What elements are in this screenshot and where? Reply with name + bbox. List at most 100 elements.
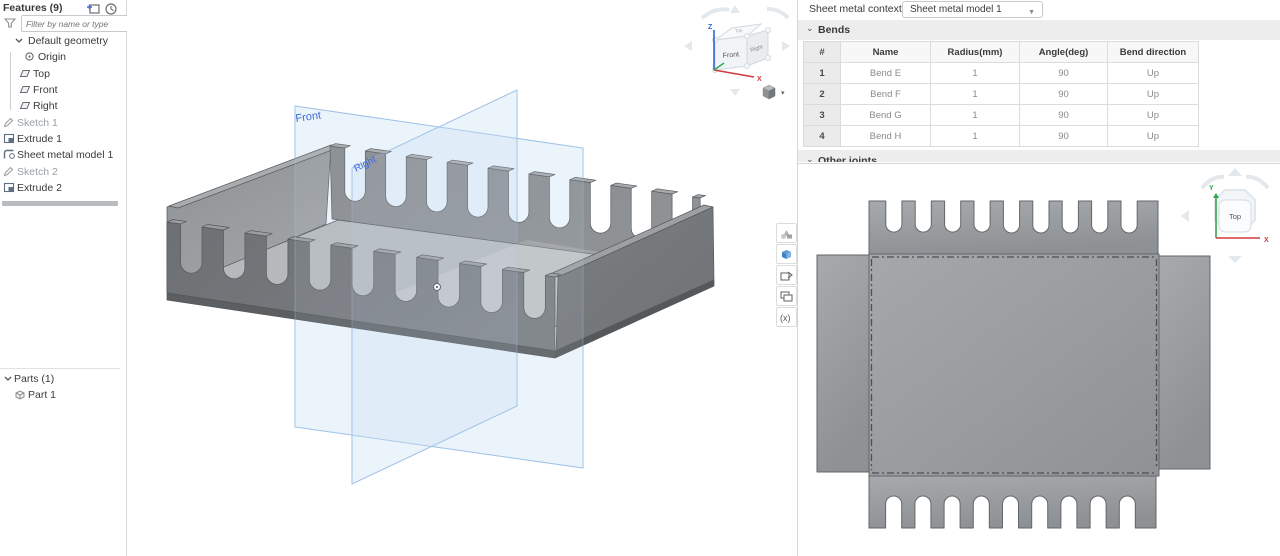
rotate-up-arrow[interactable] [730,5,740,13]
feature-tree-item[interactable]: Sketch 2 [0,164,127,180]
tooth-top-face [416,254,445,261]
origin-marker[interactable] [433,283,441,291]
viewcube-right-label: Right [750,44,764,54]
bends-section-header[interactable]: ⌄ Bends [798,20,1280,40]
features-sidebar: Features (9) Default geometryOriginTopFr… [0,0,129,556]
column-header: Angle(deg) [1019,41,1108,63]
filter-row [0,15,129,35]
roll-cw-arrow[interactable] [766,7,790,20]
value-cell[interactable]: 90 [1019,62,1108,84]
sheet-metal-panel: Sheet metal context: Sheet metal model 1… [797,0,1280,556]
part-list-item[interactable]: Part 1 [0,387,127,403]
features-title: Features (9) [3,2,63,14]
rotate-up-arrow[interactable] [1228,168,1242,176]
feature-tree-item[interactable]: Origin [0,49,127,65]
tooth-top-face [329,143,351,149]
parts-group-row[interactable]: Parts (1) [0,371,127,387]
section-view-icon[interactable] [776,244,797,264]
column-header: Radius(mm) [930,41,1020,63]
tooth-top-face [201,224,230,231]
front-plane-overlay [294,105,584,469]
view-options-button[interactable]: ▾ [762,84,785,100]
feature-label: Front [33,84,58,97]
value-cell[interactable]: 1 [930,125,1020,147]
value-cell[interactable]: Bend H [840,125,931,147]
filter-icon [3,17,17,35]
value-cell[interactable]: Bend F [840,83,931,105]
context-dropdown[interactable]: Sheet metal model 1 ▼ [902,1,1043,18]
sketch-icon [3,117,15,133]
view-toolbar: (x) [776,222,797,328]
value-cell[interactable]: 1 [930,104,1020,126]
value-cell[interactable]: Up [1107,62,1199,84]
tooth-top-face [330,242,359,249]
context-label: Sheet metal context: [809,3,905,15]
feature-tree-item[interactable]: Extrude 2 [0,180,127,196]
display-options-icon[interactable] [776,223,797,243]
row-number-cell: 1 [803,62,841,84]
viewcube-top-label: Top [1229,212,1241,221]
value-cell[interactable]: 1 [930,62,1020,84]
flat-pattern-part[interactable] [816,200,1211,529]
sheetmetal-icon [3,149,15,165]
sheet-metal-part[interactable] [166,143,715,359]
history-icon[interactable] [104,2,118,15]
tooth-top-face [502,266,530,273]
feature-tree-item[interactable]: Right [0,98,127,114]
value-cell[interactable]: Bend E [840,62,931,84]
flat-pattern-view-icon[interactable] [776,265,797,285]
value-cell[interactable]: 90 [1019,83,1108,105]
row-number-cell: 4 [803,125,841,147]
tooth-top-face [287,236,316,243]
rotate-down-arrow[interactable] [1228,256,1242,263]
roll-ccw-arrow[interactable] [700,7,730,20]
sheet-stack-icon[interactable] [776,286,797,306]
viewcube-top-face[interactable] [1218,199,1252,233]
rotate-left-arrow[interactable] [684,41,692,51]
svg-text:(x): (x) [780,313,791,323]
tooth-top-face [544,272,562,278]
feature-tree-item[interactable]: Sketch 1 [0,115,127,131]
value-cell[interactable]: Bend G [840,104,931,126]
feature-tree-item[interactable]: Top [0,66,127,82]
tooth-top-face [651,188,679,195]
value-cell[interactable]: 90 [1019,104,1108,126]
x-axis-label: X [1264,237,1269,244]
front-plane-label[interactable]: Front [295,110,322,125]
roll-ccw-arrow[interactable] [1200,174,1225,190]
bend-table-icon[interactable]: (x) [776,307,797,327]
sketch-icon [3,166,15,182]
feature-tree-item[interactable]: Extrude 1 [0,131,127,147]
value-cell[interactable]: Up [1107,104,1199,126]
rollback-bar[interactable] [2,201,118,206]
other-joints-section-header[interactable]: ⌄ Other joints [798,150,1280,162]
value-cell[interactable]: 1 [930,83,1020,105]
value-cell[interactable]: 90 [1019,125,1108,147]
chevron-down-icon: ⌄ [806,154,814,162]
feature-tree-item[interactable]: Default geometry [0,33,127,49]
rotate-right-arrow[interactable] [782,41,790,51]
feature-label: Sheet metal model 1 [17,149,114,162]
tooth-top-face [446,159,474,166]
plane-icon [19,100,31,116]
insert-folder-icon[interactable] [86,2,100,15]
rotate-down-arrow[interactable] [730,89,740,96]
feature-label: Origin [38,51,67,64]
feature-label: Extrude 2 [17,182,62,195]
rotate-left-arrow[interactable] [1181,210,1189,222]
feature-label: Sketch 2 [17,165,58,178]
roll-cw-arrow[interactable] [1245,174,1270,190]
value-cell[interactable]: Up [1107,83,1199,105]
feature-tree-item[interactable]: Front [0,82,127,98]
value-cell[interactable]: Up [1107,125,1199,147]
tooth-top-face [405,153,433,160]
feature-tree-item[interactable]: Sheet metal model 1 [0,147,127,163]
filter-input[interactable] [21,15,129,32]
top-flap [868,200,1159,255]
